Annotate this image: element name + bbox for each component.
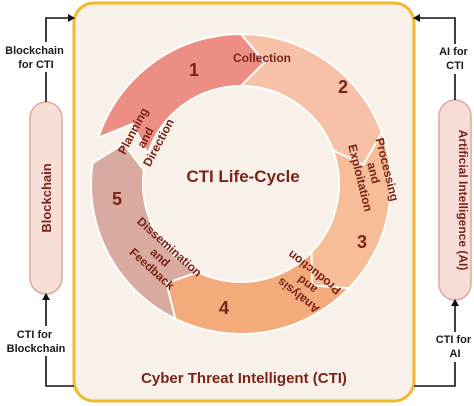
stage-number-4: 4	[219, 298, 229, 318]
stage-number-2: 2	[338, 77, 348, 97]
stage-number-1: 1	[189, 60, 199, 80]
stage-number-3: 3	[357, 232, 367, 252]
stage-segment-5	[90, 142, 201, 321]
arrow-cti-for-ai	[414, 299, 459, 387]
ai-pill-label: Artificial Intelligence (AI)	[456, 130, 470, 271]
stage-number-5: 5	[112, 189, 122, 209]
center-label: CTI Life-Cycle	[186, 167, 299, 186]
arrow-blockchain-for-cti	[45, 14, 75, 102]
stage-label-collection: Collection	[233, 51, 291, 65]
corner-label-blockchain-for-cti: Blockchain for CTI	[5, 45, 67, 71]
corner-label-cti-for-ai: CTI for AI	[436, 334, 474, 360]
lifecycle-ring	[90, 32, 392, 335]
diagram-title: Cyber Threat Intelligent (CTI)	[141, 370, 347, 387]
corner-label-cti-for-blockchain: CTI for Blockchain	[7, 329, 66, 355]
blockchain-pill-label: Blockchain	[39, 163, 54, 232]
arrow-cti-for-blockchain	[42, 293, 74, 387]
corner-label-ai-for-cti: AI for CTI	[439, 46, 471, 72]
